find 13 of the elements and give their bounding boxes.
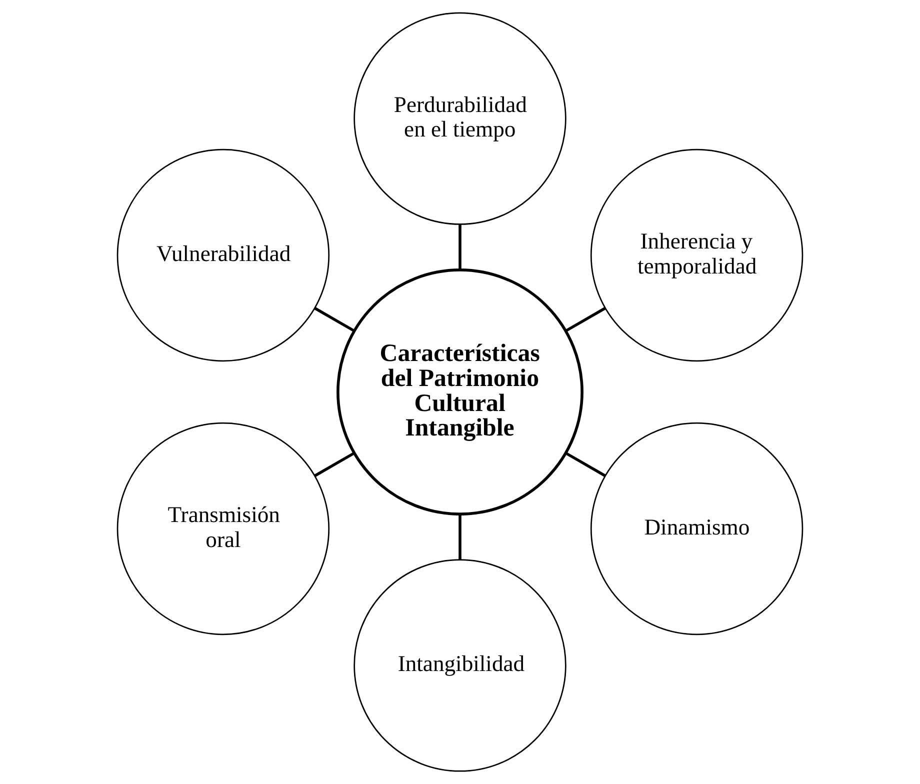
node-circle: Transmisión oral [116,422,330,636]
node-circle: Inherencia y temporalidad [590,148,804,362]
node-circle: Características del Patrimonio Cultural Intangible [336,268,584,516]
node-circle: Dinamismo [590,422,804,636]
connector [314,452,355,477]
node-circle: Vulnerabilidad [116,148,330,362]
node-circle: Perdurabilidad en el tiempo [354,12,566,225]
connector [458,514,462,560]
connector [565,307,606,332]
connector [314,307,355,332]
node-circle: Intangibilidad [354,559,566,772]
connector [565,452,606,477]
connector [458,224,462,270]
